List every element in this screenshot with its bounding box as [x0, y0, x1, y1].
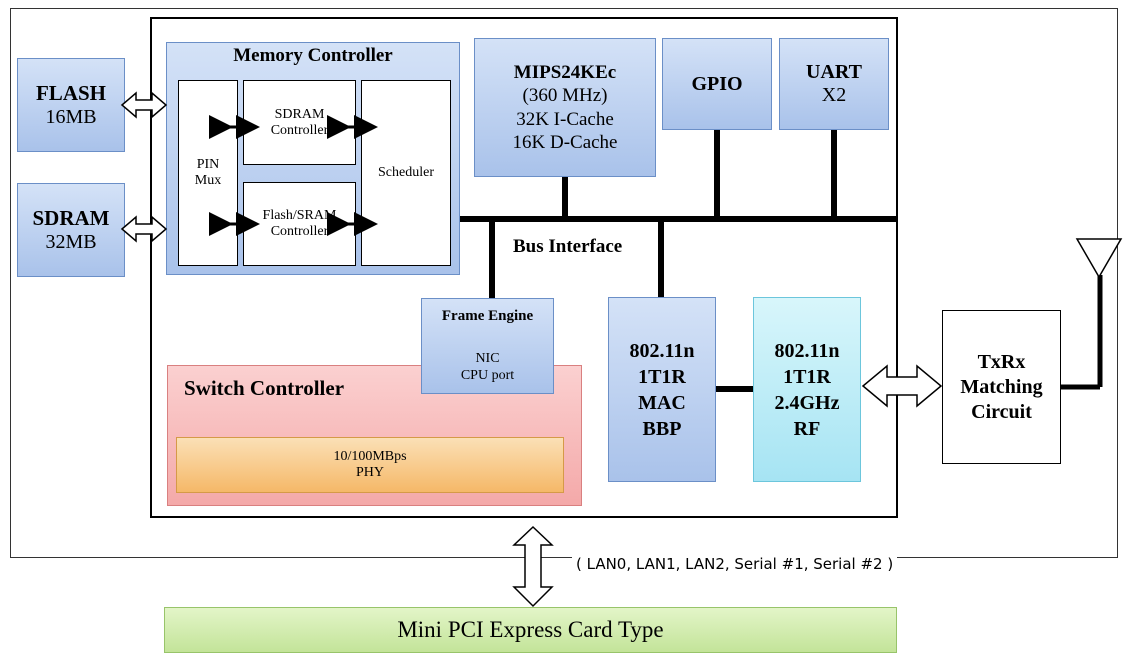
rf-label: RF	[793, 417, 821, 440]
flash-size: 16MB	[45, 106, 97, 128]
phy-label: PHY	[355, 465, 384, 480]
flash-sram-controller-block: Flash/SRAM Controller	[243, 182, 356, 266]
uart-block: UART X2	[779, 38, 889, 130]
frame-engine-block: Frame Engine NIC CPU port	[421, 298, 554, 394]
matching-line-3: Circuit	[971, 400, 1032, 423]
bus-interface-label: Bus Interface	[513, 236, 623, 257]
board-outline	[10, 8, 1118, 558]
rf-band: 2.4GHz	[774, 391, 840, 414]
sdram-size: 32MB	[45, 231, 97, 253]
sdram-name: SDRAM	[32, 206, 110, 230]
rf-standard: 802.11n	[774, 339, 840, 362]
sdram-controller-block: SDRAM Controller	[243, 80, 356, 165]
interfaces-note: ( LAN0, LAN1, LAN2, Serial #1, Serial #2…	[572, 555, 898, 573]
matching-line-2: Matching	[960, 375, 1043, 398]
matching-line-1: TxRx	[977, 350, 1026, 373]
memory-controller-title: Memory Controller	[233, 45, 393, 66]
pin-mux-block: PIN Mux	[178, 80, 238, 266]
gpio-label: GPIO	[691, 72, 743, 95]
flash-block: FLASH 16MB	[17, 58, 125, 152]
flash-sram-controller-line-2: Controller	[270, 224, 329, 239]
cpu-clock: (360 MHz)	[522, 85, 608, 107]
gpio-block: GPIO	[662, 38, 772, 130]
scheduler-block: Scheduler	[361, 80, 451, 266]
flash-name: FLASH	[35, 81, 106, 105]
card-type-label: Mini PCI Express Card Type	[397, 617, 664, 642]
scheduler-label: Scheduler	[378, 165, 434, 180]
sdram-controller-line-2: Controller	[270, 122, 329, 138]
mac-bbp-block: 802.11n 1T1R MAC BBP	[608, 297, 716, 482]
cpu-icache: 32K I-Cache	[516, 108, 614, 130]
bbp-label: BBP	[642, 417, 682, 440]
switch-controller-title: Switch Controller	[184, 376, 345, 400]
frame-engine-nic: NIC	[475, 351, 500, 366]
sdram-controller-line-1: SDRAM	[274, 106, 325, 122]
cpu-name: MIPS24KEc	[513, 62, 617, 84]
frame-engine-title: Frame Engine	[441, 308, 534, 324]
pin-mux-line-2: Mux	[194, 173, 222, 188]
rf-block: 802.11n 1T1R 2.4GHz RF	[753, 297, 861, 482]
cpu-dcache: 16K D-Cache	[512, 131, 618, 153]
frame-engine-cpu-port: CPU port	[460, 367, 515, 383]
cpu-block: MIPS24KEc (360 MHz) 32K I-Cache 16K D-Ca…	[474, 38, 656, 177]
phy-speed: 10/100MBps	[333, 449, 407, 464]
pin-mux-line-1: PIN	[196, 157, 220, 172]
soc-boundary	[150, 17, 898, 518]
uart-count: X2	[821, 84, 847, 106]
sdram-block: SDRAM 32MB	[17, 183, 125, 277]
rf-antenna: 1T1R	[783, 365, 831, 388]
mini-pci-express-card: Mini PCI Express Card Type	[164, 607, 897, 653]
flash-sram-controller-line-1: Flash/SRAM	[262, 208, 337, 223]
mac-antenna: 1T1R	[638, 365, 686, 388]
phy-block: 10/100MBps PHY	[176, 437, 564, 493]
matching-circuit-block: TxRx Matching Circuit	[942, 310, 1061, 464]
mac-standard: 802.11n	[629, 339, 695, 362]
mac-label: MAC	[638, 391, 686, 414]
uart-name: UART	[806, 61, 862, 83]
